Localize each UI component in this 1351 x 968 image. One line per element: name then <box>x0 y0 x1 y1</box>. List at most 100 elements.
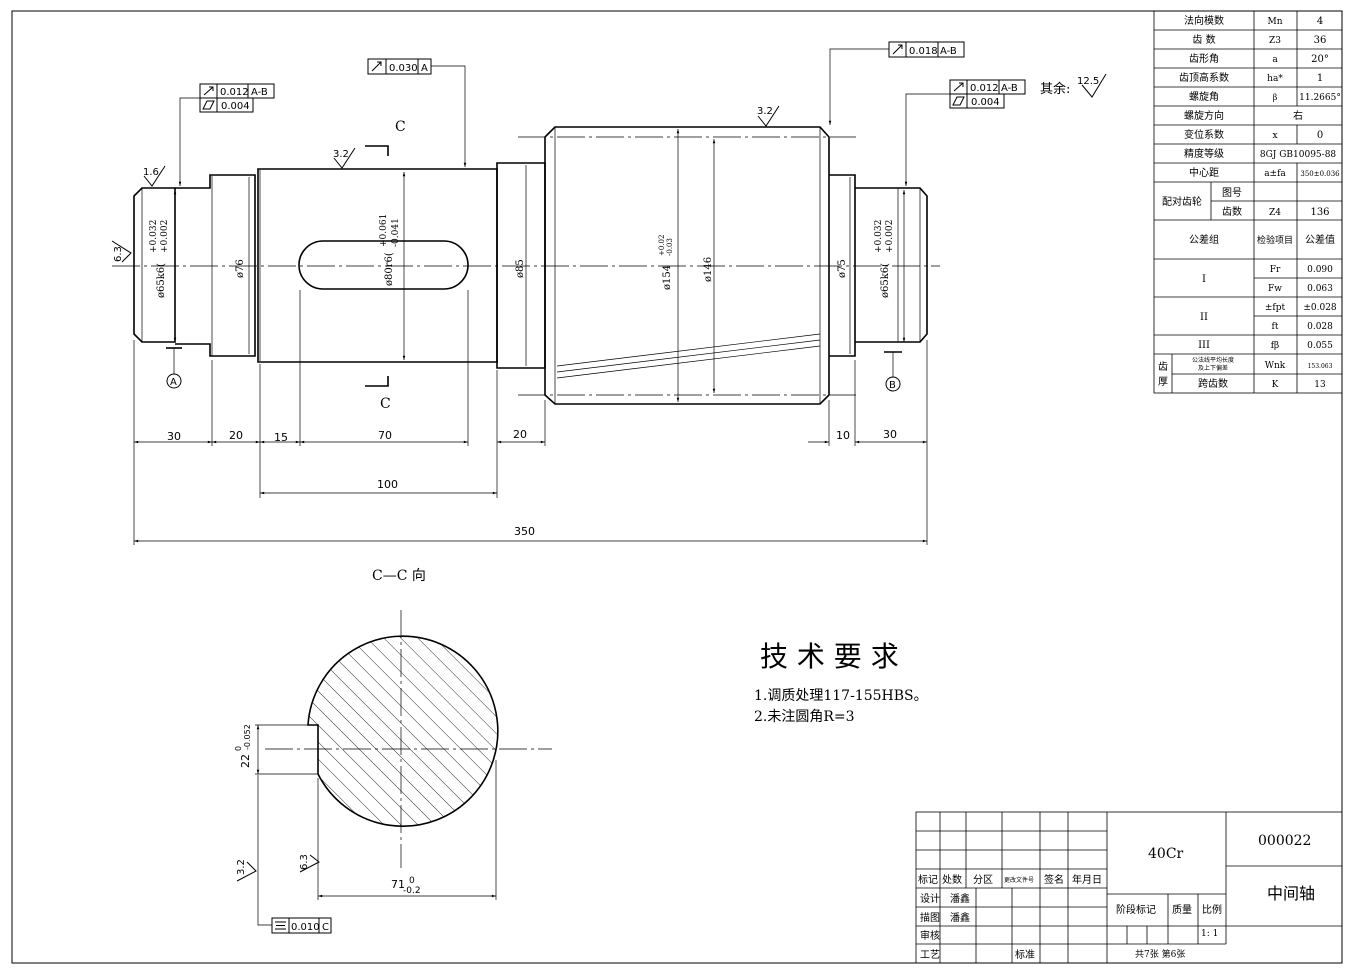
len-350: 350 <box>514 525 535 538</box>
scale-label: 比例 <box>1202 903 1222 916</box>
gear-row-0-name: 法向模数 <box>1184 14 1224 27</box>
fr-sym: Fr <box>1270 265 1281 275</box>
roughness-3-2-a: 3.2 <box>333 149 349 160</box>
drawer-name: 潘鑫 <box>950 911 970 924</box>
thickness-label-1: 齿 <box>1158 361 1168 373</box>
header-date: 年月日 <box>1072 873 1102 886</box>
design-label: 设计 <box>920 892 940 905</box>
gear-row-5-name: 螺旋方向 <box>1184 109 1224 122</box>
gear-runout-ref: A-B <box>940 46 957 57</box>
material: 40Cr <box>1148 846 1184 862</box>
gear-row-6-name: 变位系数 <box>1184 128 1224 141</box>
gear-row-8-name: 中心距 <box>1189 166 1219 179</box>
group-iii: III <box>1198 340 1210 351</box>
shaft-main-view <box>112 126 940 405</box>
tech-title: 技 术 要 求 <box>760 640 899 673</box>
gear-row-0-val: 4 <box>1317 16 1323 27</box>
dim-left-journal: ø65k6( <box>156 263 167 298</box>
gear-row-3-name: 齿顶高系数 <box>1179 71 1229 84</box>
drawing-frame <box>11 10 1343 964</box>
dim-154-lower: -0.03 <box>666 238 674 256</box>
header-mark: 标记 <box>918 874 938 886</box>
mate-teeth-val: 136 <box>1310 207 1329 218</box>
designer-name: 潘鑫 <box>950 892 970 905</box>
dim-80-upper: +0.061 <box>379 214 389 247</box>
gear-row-3-sym: ha* <box>1267 74 1283 84</box>
check-item-header: 检验项目 <box>1257 234 1293 246</box>
len-10: 10 <box>836 429 850 442</box>
technical-requirements: 技 术 要 求 1.调质处理117-155HBS。 2.未注圆角R=3 <box>754 640 928 725</box>
key-depth: 71 <box>391 878 405 891</box>
wnk-desc-2: 及上下偏差 <box>1198 364 1228 372</box>
dim-146: ø146 <box>703 257 714 282</box>
dim-left-journal-upper: +0.032 <box>149 220 159 253</box>
dim-154-upper: +0.02 <box>658 235 666 256</box>
general-roughness-label: 其余: <box>1040 81 1070 97</box>
len-20-b: 20 <box>513 428 527 441</box>
gear-row-1-name: 齿 数 <box>1192 33 1215 46</box>
dim-154: ø154 <box>662 265 673 290</box>
gear-row-4-val: 11.2665° <box>1299 93 1341 103</box>
span-val: 13 <box>1314 380 1326 390</box>
part-name: 中间轴 <box>1267 884 1315 903</box>
stage-label: 阶段标记 <box>1116 903 1156 916</box>
dim-80: ø80r6( <box>384 252 395 286</box>
tolerance-frames: 0.012 A-B 0.004 0.030 A 0.018 A-B <box>178 41 1026 934</box>
dim-75: ø75 <box>837 259 848 278</box>
gear-row-8-val: 350±0.036 <box>1300 170 1340 178</box>
len-100: 100 <box>377 478 398 491</box>
dim-85: ø85 <box>515 259 526 278</box>
gear-row-7-name: 精度等级 <box>1184 147 1224 160</box>
title-block: 40Cr 000022 中间轴 标记 处数 分区 更改文件号 签名 年月日 设计… <box>915 811 1343 964</box>
gear-row-7-val: 8GJ GB10095-88 <box>1260 150 1337 160</box>
len-30-right: 30 <box>883 428 897 441</box>
wnk-val: 153.063 <box>1308 363 1333 370</box>
gear-row-6-val: 0 <box>1317 130 1323 141</box>
left-runout-value: 0.012 <box>220 87 249 98</box>
dim-76: ø76 <box>235 259 246 278</box>
section-roughness-3-2: 3.2 <box>236 859 247 875</box>
header-doc: 更改文件号 <box>1004 876 1034 884</box>
gear-row-5-val: 右 <box>1293 109 1303 122</box>
header-sign: 签名 <box>1044 873 1064 886</box>
mate-teeth: 齿数 <box>1222 205 1242 218</box>
section-view: C—C 向 22 0 -0.052 71 0 -0.2 <box>234 568 552 900</box>
fb-val: 0.055 <box>1307 341 1333 351</box>
section-cut-markers: C C <box>365 119 406 412</box>
mid-tolerance-frame: 0.030 A <box>367 58 467 167</box>
gear-parameter-table: 法向模数 Mn 4 齿 数 Z3 36 齿形角 a 20° 齿顶高系数 ha* … <box>1153 10 1343 394</box>
len-15: 15 <box>274 431 288 444</box>
fpt-val: ±0.028 <box>1303 303 1337 313</box>
gear-row-1-sym: Z3 <box>1269 36 1281 46</box>
header-zone: 分区 <box>973 874 993 886</box>
fpt-sym: ±fpt <box>1265 303 1286 313</box>
drawing-number: 000022 <box>1258 833 1311 849</box>
section-mark-bottom: C <box>380 396 391 412</box>
mid-runout-value: 0.030 <box>389 63 418 74</box>
section-hatched-area <box>307 635 499 827</box>
process-label: 工艺 <box>920 949 940 961</box>
ft-sym: ft <box>1272 322 1279 332</box>
header-count: 处数 <box>942 873 962 886</box>
draw-label: 描图 <box>920 911 940 924</box>
group-i: I <box>1202 274 1206 285</box>
dim-left-journal-lower: +0.002 <box>160 220 170 253</box>
left-tolerance-frame: 0.012 A-B 0.004 <box>178 83 275 186</box>
tol-value-header: 公差值 <box>1305 233 1335 246</box>
ft-val: 0.028 <box>1307 322 1333 332</box>
left-runout-ref: A-B <box>251 87 268 98</box>
key-depth-upper: 0 <box>409 876 415 886</box>
section-roughness-6-3: 6.3 <box>299 854 310 870</box>
mass-label: 质量 <box>1172 904 1192 916</box>
gear-row-8-sym: a±fa <box>1264 169 1286 179</box>
wnk-desc-1: 公法线平均长度 <box>1192 356 1234 364</box>
gear-row-1-val: 36 <box>1314 35 1327 46</box>
gear-row-2-val: 20° <box>1311 54 1329 65</box>
gear-row-6-sym: x <box>1272 131 1277 141</box>
gear-tolerance-frame: 0.018 A-B <box>828 41 965 125</box>
fw-val: 0.063 <box>1307 284 1333 294</box>
fw-sym: Fw <box>1268 284 1282 294</box>
dim-right-journal-lower: +0.002 <box>885 220 895 253</box>
tech-item-1: 1.调质处理117-155HBS。 <box>754 688 928 704</box>
roughness-1-6: 1.6 <box>143 167 159 178</box>
